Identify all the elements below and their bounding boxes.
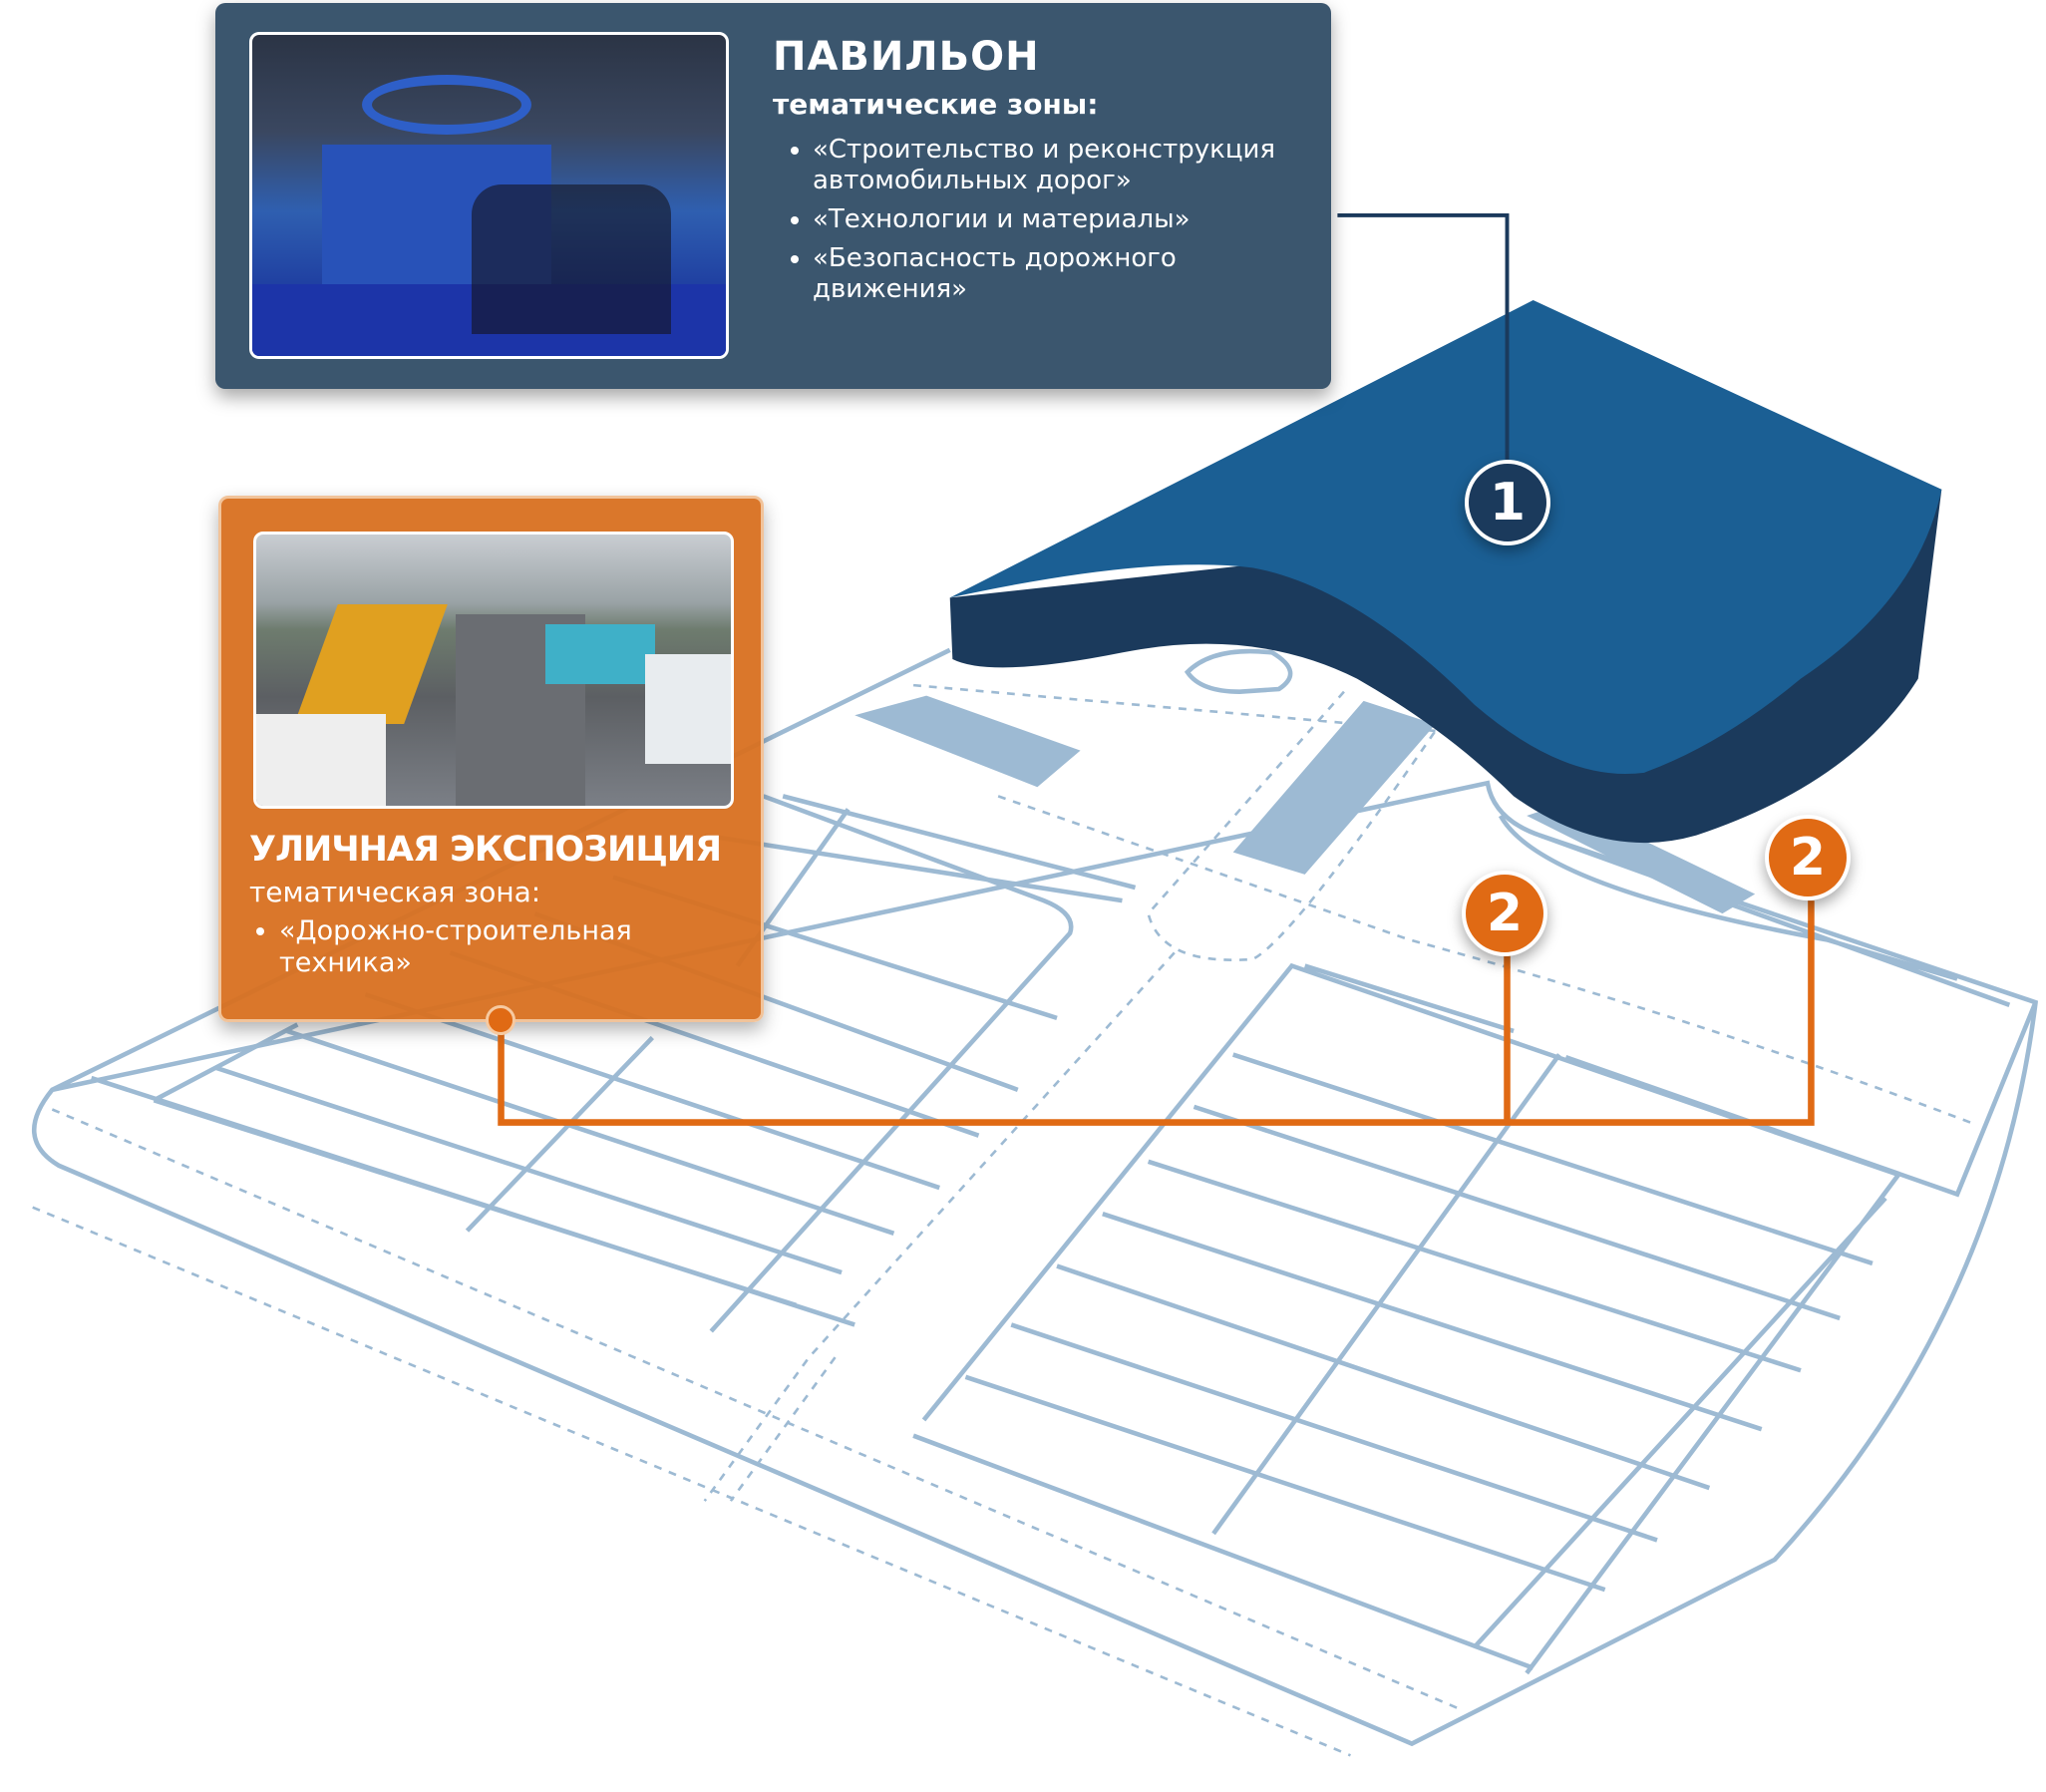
pavilion-card: ПАВИЛЬОН тематические зоны: «Строительст… <box>215 3 1331 389</box>
list-item: «Строительство и реконструкция автомобил… <box>813 135 1326 196</box>
street-connector-dot <box>486 1005 515 1035</box>
map-outline <box>31 647 2039 1747</box>
street-zone-list: «Дорожно-строительная техника» <box>249 915 758 979</box>
pavilion-photo <box>249 32 729 359</box>
pavilion-title: ПАВИЛЬОН <box>773 34 1040 80</box>
pavilion-text: ПАВИЛЬОН тематические зоны: «Строительст… <box>773 33 1326 313</box>
list-item: «Дорожно-строительная техника» <box>279 915 758 979</box>
street-exhibition-text: УЛИЧНАЯ ЭКСПОЗИЦИЯ тематическая зона: «Д… <box>249 828 758 979</box>
street-exhibition-card: УЛИЧНАЯ ЭКСПОЗИЦИЯ тематическая зона: «Д… <box>218 496 764 1022</box>
list-item: «Технологии и материалы» <box>813 204 1326 235</box>
street-exhibition-photo <box>253 532 734 809</box>
street-exhibition-subtitle: тематическая зона: <box>249 876 541 908</box>
street-connector-line <box>498 900 1815 1126</box>
map-dashed-paths <box>32 683 1971 1757</box>
street-marker[interactable]: 2 <box>1765 815 1851 900</box>
list-item: «Безопасность дорожного движения» <box>813 243 1326 305</box>
pavilion-subtitle: тематические зоны: <box>773 88 1099 121</box>
pavilion-zone-list: «Строительство и реконструкция автомобил… <box>773 135 1326 313</box>
pavilion-building <box>949 300 1942 844</box>
street-marker[interactable]: 2 <box>1462 871 1547 956</box>
pavilion-connector-line <box>1337 212 1510 460</box>
street-exhibition-title: УЛИЧНАЯ ЭКСПОЗИЦИЯ <box>249 830 722 870</box>
pavilion-marker[interactable]: 1 <box>1465 460 1550 545</box>
